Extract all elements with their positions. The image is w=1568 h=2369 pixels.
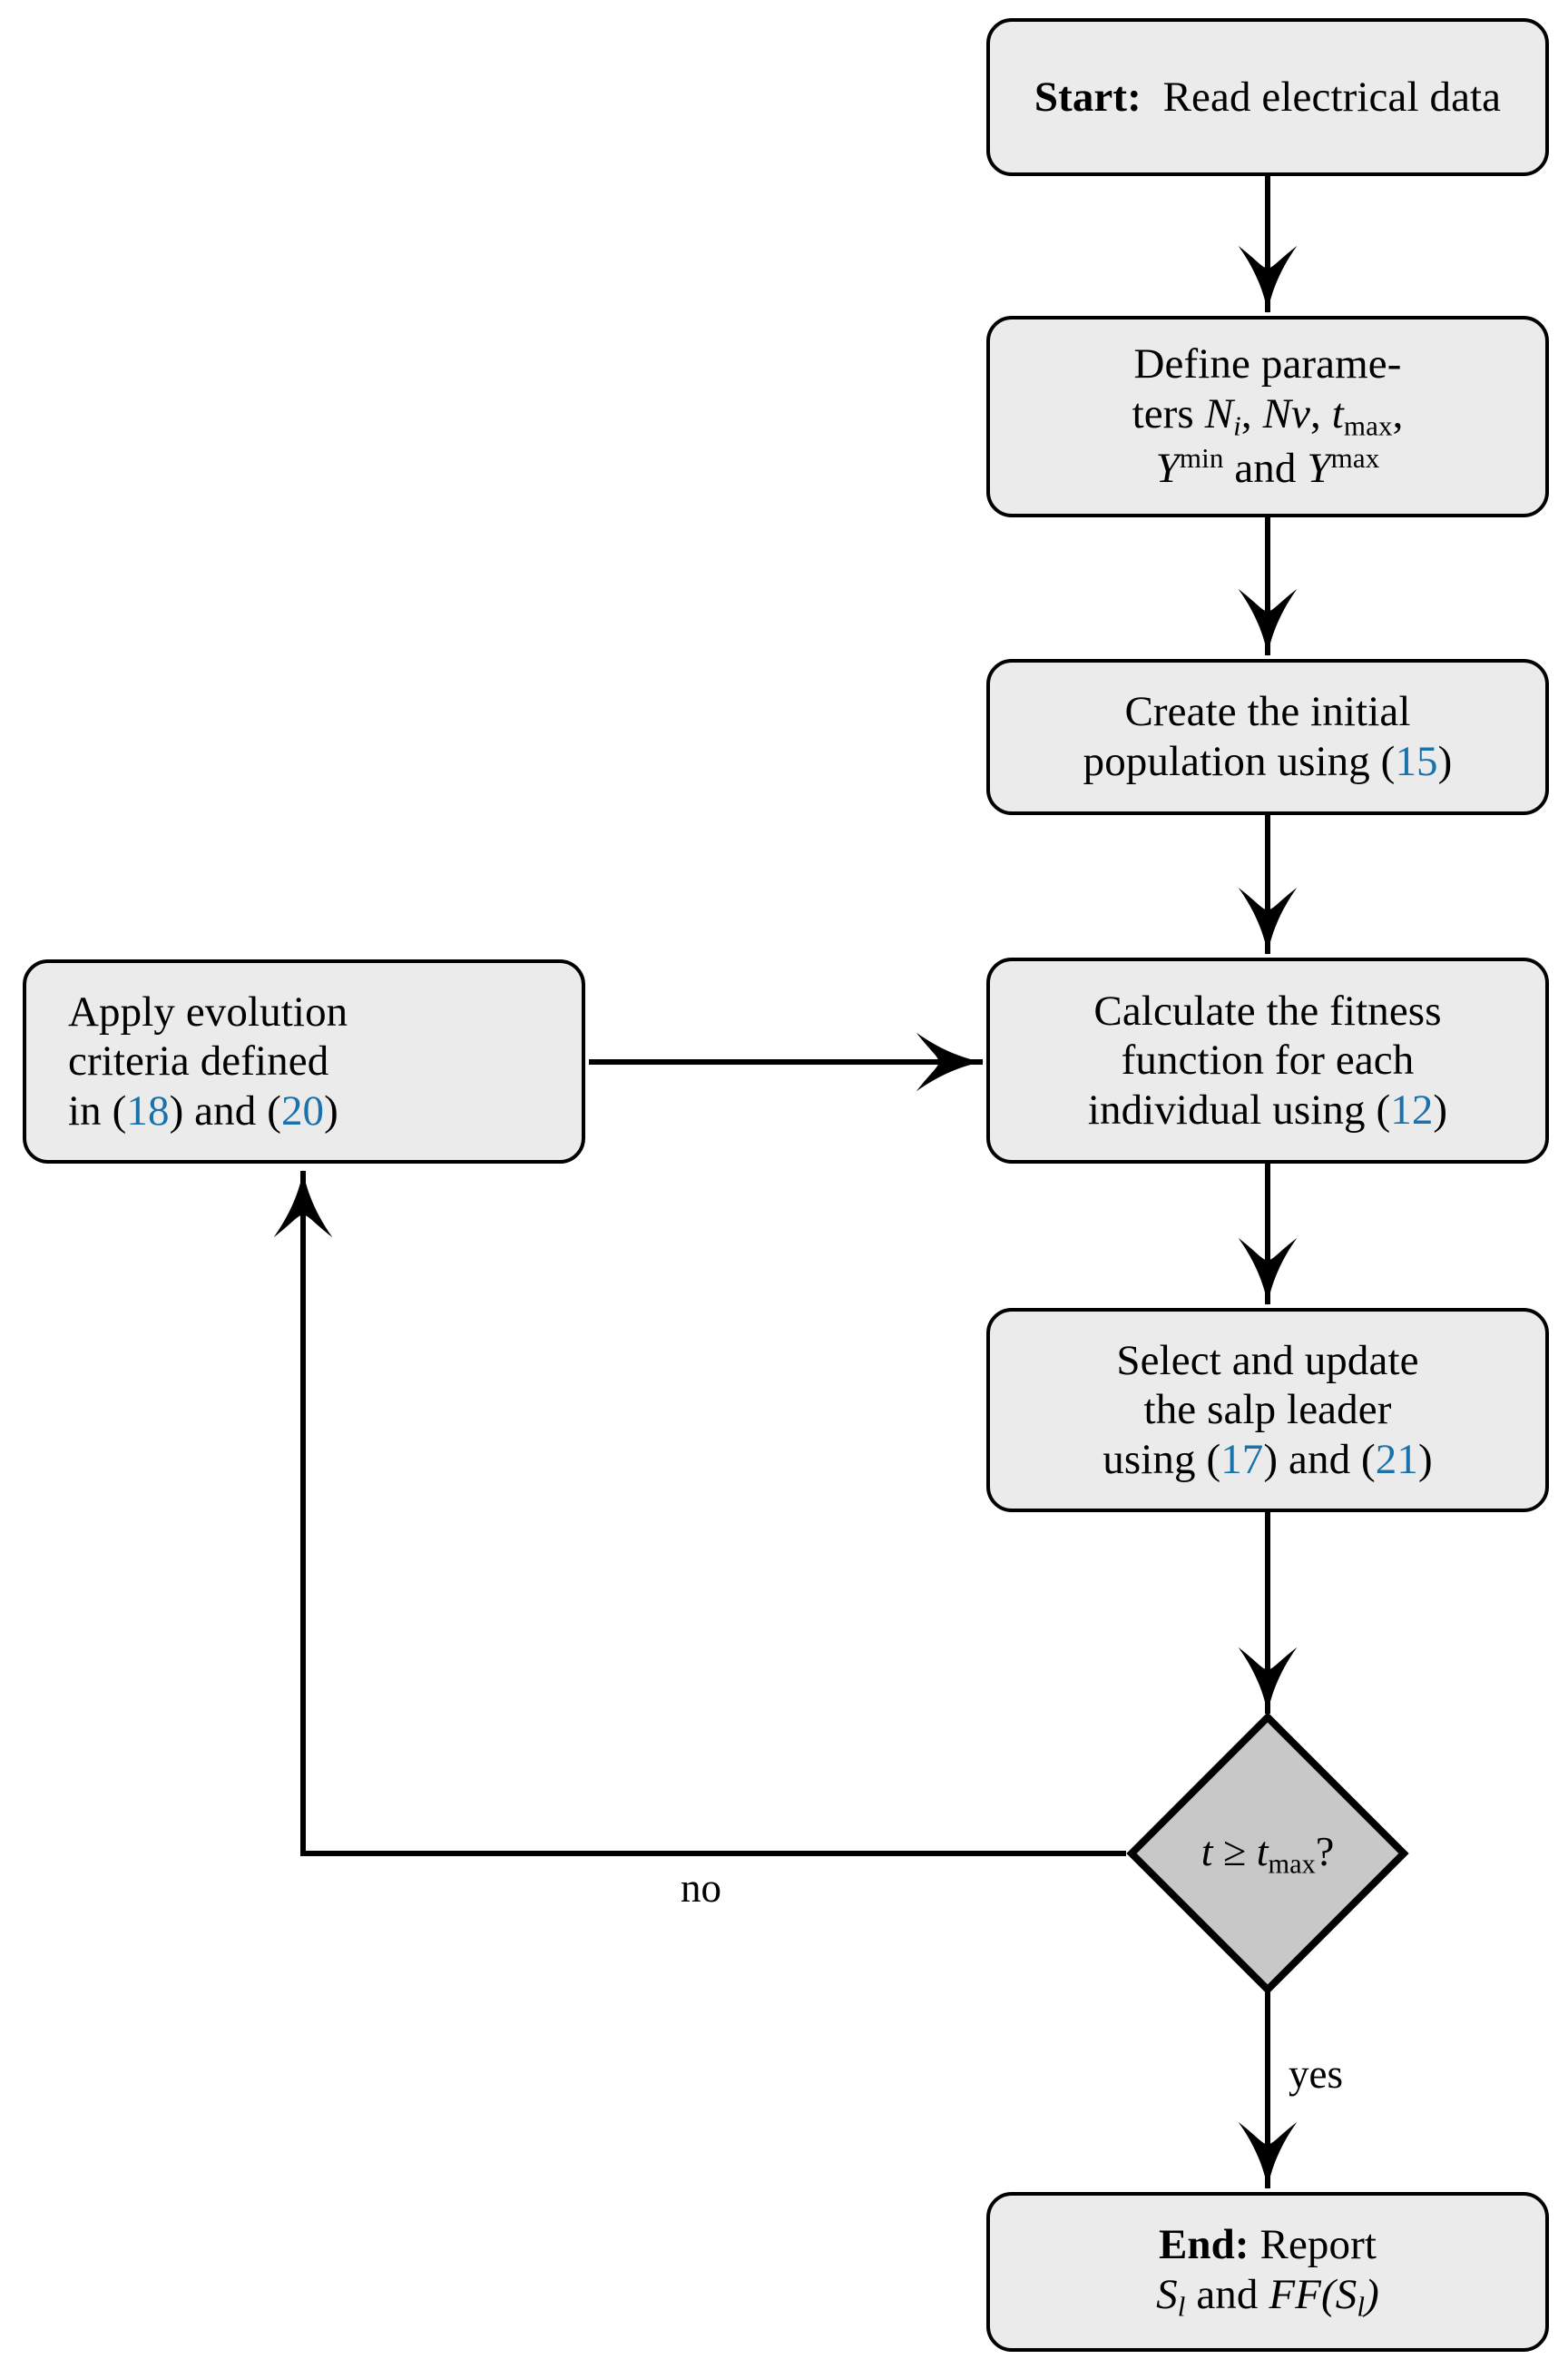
node-apply-evolution-criteria[interactable]: Apply evolution criteria defined in (18)… [23, 959, 585, 1164]
node-end-lead: End: [1158, 2221, 1250, 2269]
node-init-line1: Create the initial [1124, 688, 1411, 736]
node-leader-line2: the salp leader [1143, 1386, 1392, 1434]
node-fitness-line2: function for each [1121, 1037, 1415, 1085]
node-evolution-line3: in (18) and (20) [68, 1086, 338, 1135]
node-select-update-salp-leader[interactable]: Select and update the salp leader using … [986, 1308, 1549, 1512]
node-leader-line3: using (17) and (21) [1102, 1435, 1433, 1483]
ref-17[interactable]: 17 [1220, 1435, 1264, 1483]
node-fitness-line3: individual using (12) [1087, 1086, 1448, 1134]
ref-15[interactable]: 15 [1395, 738, 1438, 785]
node-define-line2: ters Ni, Nv, tmax, [1132, 389, 1404, 442]
decision-condition-text: t ≥ tmax? [1200, 1827, 1335, 1880]
node-calculate-fitness[interactable]: Calculate the fitness function for each … [986, 958, 1549, 1164]
node-define-line3: Υmin and Υmax [1155, 442, 1380, 493]
node-end-line1: End: Report [1158, 2221, 1377, 2269]
node-define-parameters[interactable]: Define parame- ters Ni, Nv, tmax, Υmin a… [986, 316, 1549, 517]
node-decision-tmax[interactable]: t ≥ tmax? [1126, 1712, 1409, 1995]
node-leader-line1: Select and update [1116, 1336, 1419, 1384]
node-evolution-line1: Apply evolution [68, 988, 348, 1036]
node-init-text: Create the initial population using (15) [990, 687, 1545, 786]
node-define-line1: Define parame- [1133, 340, 1402, 388]
node-init-line2: population using (15) [1083, 738, 1453, 785]
node-leader-text: Select and update the salp leader using … [990, 1336, 1545, 1485]
ref-21[interactable]: 21 [1375, 1435, 1418, 1483]
diamond-shape [1126, 1712, 1409, 1995]
edge-label-yes: yes [1289, 2051, 1343, 2097]
node-evolution-text: Apply evolution criteria defined in (18)… [26, 988, 582, 1136]
edge-label-no: no [681, 1865, 721, 1911]
node-start-text: Start: Read electrical data [990, 73, 1545, 123]
node-create-initial-population[interactable]: Create the initial population using (15) [986, 659, 1549, 815]
ref-18[interactable]: 18 [126, 1086, 170, 1135]
ref-12[interactable]: 12 [1390, 1086, 1434, 1134]
node-start[interactable]: Start: Read electrical data [986, 18, 1549, 176]
node-evolution-line2: criteria defined [68, 1037, 329, 1086]
node-define-text: Define parame- ters Ni, Nv, tmax, Υmin a… [990, 339, 1545, 494]
ref-20[interactable]: 20 [280, 1086, 325, 1135]
node-end[interactable]: End: Report Sl and FF(Sl) [986, 2192, 1549, 2352]
node-fitness-text: Calculate the fitness function for each … [990, 987, 1545, 1135]
node-end-text: End: Report Sl and FF(Sl) [990, 2220, 1545, 2323]
node-start-lead: Start: [1034, 73, 1142, 121]
edge-decision-evolution-no [273, 1169, 1126, 1856]
node-fitness-line1: Calculate the fitness [1093, 987, 1442, 1035]
node-end-line2: Sl and FF(Sl) [1156, 2270, 1379, 2323]
node-start-rest: Read electrical data [1162, 73, 1502, 121]
